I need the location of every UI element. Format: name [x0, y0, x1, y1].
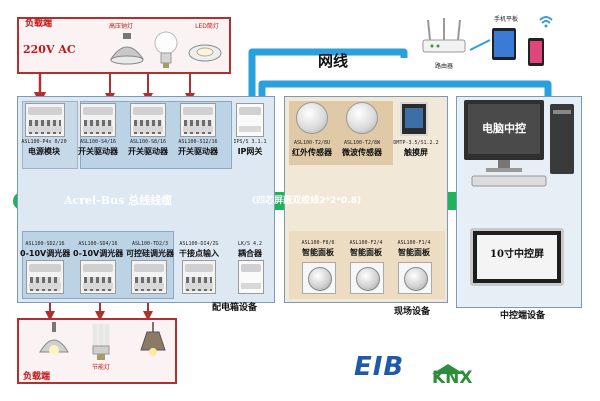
- screen-label: 10寸中控屏: [490, 249, 544, 260]
- ceiling-lamp-icon: [39, 322, 69, 355]
- smart-panel-2-icon: [350, 262, 384, 294]
- sensor-model-2: ASL100-T2/8W: [343, 140, 381, 146]
- mobile-devices-icon: [492, 16, 553, 66]
- cabinet-bottom-name-3: 可控硅调光器: [126, 249, 174, 258]
- cabinet-top-model-5: IPS/S 3.1.1: [233, 139, 267, 145]
- router-link: [469, 39, 491, 51]
- field-title: 现场设备: [394, 307, 431, 317]
- sensor-name-1: 红外传感器: [292, 148, 332, 157]
- bottom-load-title: 负载端: [23, 372, 51, 382]
- cabinet-bottom-name-2: 0-10V调光器: [73, 249, 124, 258]
- infrared-sensor-icon: [296, 102, 328, 134]
- pc-label: 电脑中控: [482, 122, 526, 135]
- top-load-title: 负载端: [25, 19, 53, 29]
- bus-cable-label: (四芯屏蔽双绞线2*2*0.8): [252, 196, 362, 206]
- lamp-caption-1: 高压钠灯: [108, 23, 133, 30]
- cabinet-top-name-2: 开关驱动器: [78, 147, 118, 156]
- knx-logo: KNX: [432, 354, 496, 388]
- cabinet-bottom-model-1: ASL100-SD2/16: [25, 241, 65, 247]
- cabinet-bottom-name-1: 0-10V调光器: [20, 249, 71, 258]
- sodium-lamp-icon: [110, 33, 144, 65]
- coupler-device: [238, 260, 264, 294]
- cabinet-top-name-1: 电源模块: [28, 147, 60, 156]
- dimmer-2-device: [80, 260, 116, 294]
- led-bulb-icon: [154, 31, 178, 68]
- bus-label: Acrel-Bus 总线线缆: [64, 194, 173, 207]
- network-line-lower: [258, 80, 552, 100]
- control-screen-icon: [470, 228, 564, 286]
- voltage-label: 220V AC: [23, 43, 76, 56]
- cabinet-top-model-3: ASL100-S8/16: [129, 139, 167, 145]
- cabinet-bottom-model-4: ASL100-DI4/ZG: [179, 241, 219, 247]
- pc-icon: [464, 100, 574, 187]
- pendant-lamp-icon: [140, 322, 166, 356]
- panel-name-1: 智能面板: [302, 248, 334, 257]
- router-icon: [422, 18, 466, 53]
- smart-panel-1-icon: [302, 262, 336, 294]
- sensor-name-3: 触摸屏: [404, 148, 428, 157]
- microwave-sensor-icon: [346, 102, 378, 134]
- cabinet-bottom-model-3: ASL100-TD2/3: [131, 241, 169, 247]
- panel-model-2: ASL100-F2/4: [349, 240, 383, 246]
- top-load-box: 负载端 220V AC 高压钠灯 LED筒灯: [17, 17, 231, 74]
- cabinet-title: 配电箱设备: [212, 303, 258, 313]
- panel-name-2: 智能面板: [350, 248, 382, 257]
- network-label: 网线: [318, 52, 349, 70]
- cabinet-top-model-4: ASL100-S12/16: [178, 139, 218, 145]
- cabinet-top-name-4: 开关驱动器: [178, 147, 218, 156]
- bottom-lamp-caption-2: 节能灯: [91, 364, 110, 371]
- downlight-icon: [188, 44, 222, 62]
- cabinet-bottom-name-4: 干接点输入: [179, 249, 219, 258]
- eib-logo: EIB: [354, 352, 405, 382]
- cabinet-bottom-name-5: 耦合器: [238, 249, 262, 258]
- touch-screen-icon: [400, 102, 428, 136]
- cfl-bulb-icon: [92, 324, 110, 360]
- switch-actuator-2-device: [130, 103, 166, 137]
- cabinet-top-name-3: 开关驱动器: [128, 147, 168, 156]
- ip-gateway-device: [236, 103, 264, 137]
- panel-model-1: ASL100-F8/6: [301, 240, 335, 246]
- cabinet-top-name-5: IP网关: [237, 147, 263, 156]
- dry-contact-device: [182, 260, 216, 294]
- dimmer-1-device: [26, 260, 64, 294]
- control-title: 中控端设备: [500, 311, 546, 321]
- sensor-model-1: ASL100-T2/8U: [293, 140, 331, 146]
- cabinet-bottom-model-2: ASL100-SD4/16: [78, 241, 118, 247]
- power-module-device: [25, 103, 65, 137]
- knx-text: KNX: [432, 368, 473, 388]
- network-line-upper: [248, 48, 408, 100]
- lamp-caption-3: LED筒灯: [195, 23, 219, 30]
- knx-roof-icon: [432, 364, 464, 374]
- panel-model-3: ASL100-F1/4: [397, 240, 431, 246]
- dimmer-3-device: [131, 260, 167, 294]
- cabinet-top-model-1: ASL100-P4x 0/20: [21, 139, 67, 145]
- cabinet-top-model-2: ASL100-S4/16: [79, 139, 117, 145]
- sensor-model-3: DMTP-3.5/S1.2.2: [393, 140, 439, 146]
- smart-panel-3-icon: [398, 262, 432, 294]
- panel-name-3: 智能面板: [398, 248, 430, 257]
- bottom-load-box: 节能灯 负载端: [17, 318, 177, 384]
- sensor-name-2: 微波传感器: [342, 148, 382, 157]
- mobile-label: 手机平板: [493, 16, 518, 23]
- switch-actuator-3-device: [180, 103, 216, 137]
- cabinet-bottom-model-5: LK/S 4.2: [237, 241, 263, 247]
- switch-actuator-1-device: [80, 103, 116, 137]
- router-label: 路由器: [434, 63, 453, 70]
